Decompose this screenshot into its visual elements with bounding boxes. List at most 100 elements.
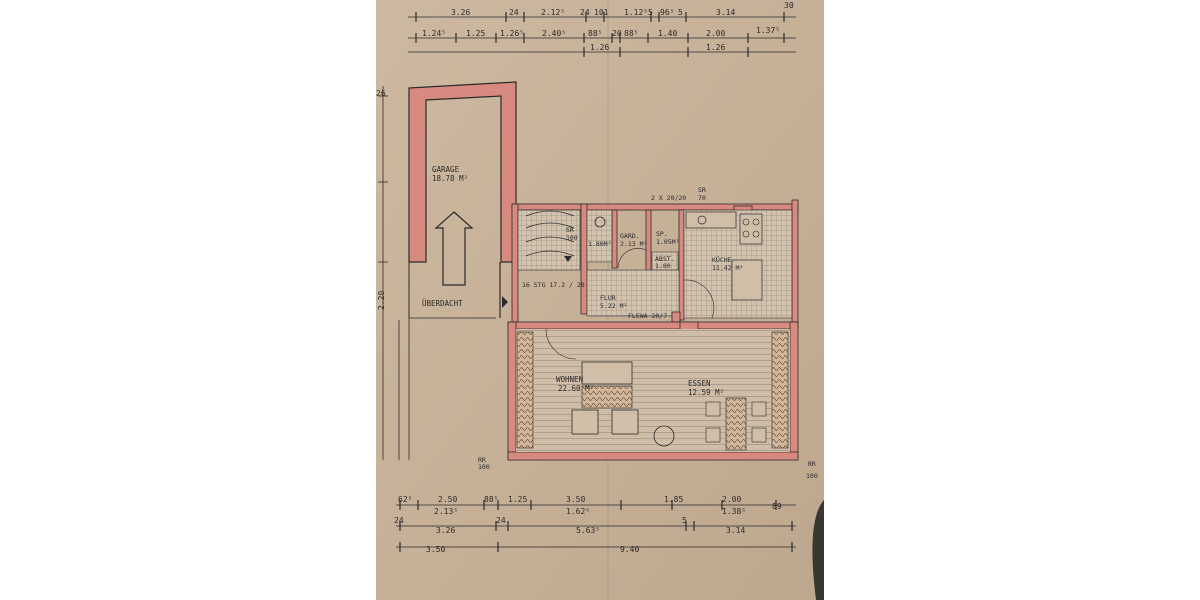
kitchen-table — [731, 259, 763, 301]
sofa — [581, 361, 633, 385]
door-swing-gard — [617, 248, 647, 269]
label-flur-area: 5.22 M² — [600, 302, 627, 310]
svg-text:24: 24 — [580, 8, 590, 17]
svg-text:24: 24 — [496, 516, 506, 525]
burner-icon — [752, 218, 760, 226]
hallway-floor — [586, 269, 680, 317]
kitchen-stove — [739, 213, 763, 245]
label-window-note: 2 X 20/20 — [651, 194, 686, 202]
dining-chair — [751, 427, 767, 443]
wall-unit-left — [516, 331, 534, 449]
svg-text:101: 101 — [594, 8, 609, 17]
svg-text:1.62⁵: 1.62⁵ — [566, 507, 590, 516]
triangle-right-icon — [502, 296, 508, 308]
dining-chair — [705, 401, 721, 417]
side-table — [653, 425, 675, 447]
svg-text:1.24⁵: 1.24⁵ — [422, 29, 446, 38]
label-sr-stair-value: 100 — [566, 234, 578, 242]
svg-text:3.26: 3.26 — [436, 526, 455, 535]
label-rr-left-value: 100 — [478, 463, 490, 471]
svg-text:1.38⁵: 1.38⁵ — [722, 507, 746, 516]
label-abst-area: 1.80 — [655, 262, 671, 270]
burner-icon — [742, 230, 750, 238]
svg-text:1.85: 1.85 — [664, 495, 683, 504]
door-swing-kitchen — [683, 279, 715, 319]
svg-text:1.26⁵: 1.26⁵ — [500, 29, 524, 38]
svg-text:2.00: 2.00 — [706, 29, 725, 38]
label-ueberdacht: ÜBERDACHT — [422, 299, 463, 308]
svg-text:3.50: 3.50 — [566, 495, 585, 504]
label-left-mark: 26 — [376, 89, 386, 98]
svg-text:1.40: 1.40 — [658, 29, 677, 38]
toilet-icon — [594, 216, 606, 228]
label-abst: ABST. — [655, 255, 675, 263]
svg-text:2.40⁵: 2.40⁵ — [542, 29, 566, 38]
svg-text:1.26: 1.26 — [706, 43, 725, 52]
kitchen-counter-top — [685, 211, 737, 229]
svg-text:62⁵: 62⁵ — [398, 495, 412, 504]
label-gard: GARD. — [620, 232, 640, 240]
svg-text:2.12⁵: 2.12⁵ — [541, 8, 565, 17]
label-essen-area: 12.59 M² — [688, 388, 724, 397]
svg-text:89: 89 — [772, 502, 782, 511]
door-swing-living — [545, 328, 577, 360]
armchair-right — [611, 409, 639, 435]
label-kueche: KÜCHE — [712, 255, 732, 264]
svg-text:5.63⁵: 5.63⁵ — [576, 526, 600, 535]
coffee-table — [581, 385, 633, 409]
svg-text:20: 20 — [612, 29, 622, 38]
label-wohnen-area: 22.60 M² — [558, 384, 594, 393]
dimension-labels-bottom: 62⁵ 2.50 88⁵ 1.25 3.50 1.85 2.00 89 2.13… — [394, 495, 782, 554]
stair-arrow-icon — [564, 256, 572, 262]
label-sp-area: 1.05M² — [656, 238, 679, 246]
label-flewa: FLEWA 20/7 — [628, 312, 667, 320]
svg-text:3.26: 3.26 — [451, 8, 470, 17]
svg-text:24: 24 — [394, 516, 404, 525]
svg-text:30: 30 — [784, 1, 794, 10]
dining-table — [725, 397, 747, 451]
label-rr-right: RR — [808, 460, 816, 468]
dimension-labels-top: 3.26 24 2.12⁵ 24 101 1.12⁵ 5 96⁵ 5 3.14 … — [422, 1, 794, 52]
svg-text:5: 5 — [682, 516, 687, 525]
label-garage-area: 18.78 M² — [432, 174, 468, 183]
armchair-left — [571, 409, 599, 435]
svg-text:3.50: 3.50 — [426, 545, 445, 554]
label-flur: FLUR — [600, 294, 616, 302]
svg-text:2.13⁵: 2.13⁵ — [434, 507, 458, 516]
svg-text:3.14: 3.14 — [726, 526, 745, 535]
burner-icon — [742, 218, 750, 226]
dimension-left-vertical — [378, 86, 388, 460]
label-wc-area: 1.80M² — [588, 240, 611, 248]
svg-text:9.40: 9.40 — [620, 545, 639, 554]
label-side-dim: 2.20 — [377, 291, 386, 310]
label-rr-right-value: 100 — [806, 472, 818, 480]
label-kueche-area: 11.42 M² — [712, 264, 743, 272]
dimensions-top — [408, 12, 796, 57]
svg-text:88⁵: 88⁵ — [588, 29, 602, 38]
svg-text:1.26: 1.26 — [590, 43, 609, 52]
svg-text:3.14: 3.14 — [716, 8, 735, 17]
label-sr-top-value: 70 — [698, 194, 706, 202]
dining-chair — [705, 427, 721, 443]
label-gard-area: 2.13 M² — [620, 240, 647, 248]
floor-plan-drawing: 3.26 24 2.12⁵ 24 101 1.12⁵ 5 96⁵ 5 3.14 … — [376, 0, 824, 600]
svg-text:96⁵: 96⁵ — [660, 8, 674, 17]
dining-chair — [751, 401, 767, 417]
label-rr-left: RR — [478, 456, 486, 464]
label-stair: 16 STG 17.2 / 28 — [522, 281, 585, 289]
svg-text:1.25: 1.25 — [508, 495, 527, 504]
photo-shadow — [812, 500, 824, 600]
burner-icon — [752, 230, 760, 238]
label-essen: ESSEN — [688, 379, 711, 388]
svg-text:24: 24 — [509, 8, 519, 17]
label-sr-stair: SR — [566, 226, 574, 234]
svg-text:2.00: 2.00 — [722, 495, 741, 504]
dimensions-bottom — [396, 500, 796, 552]
label-sp: SP. — [656, 230, 668, 238]
label-garage: GARAGE — [432, 165, 460, 174]
garage-walls — [398, 81, 517, 460]
svg-text:1.12⁵: 1.12⁵ — [624, 8, 648, 17]
svg-text:88⁵: 88⁵ — [484, 495, 498, 504]
stair-steps — [525, 210, 575, 257]
floor-plan-photo: 3.26 24 2.12⁵ 24 101 1.12⁵ 5 96⁵ 5 3.14 … — [376, 0, 824, 600]
